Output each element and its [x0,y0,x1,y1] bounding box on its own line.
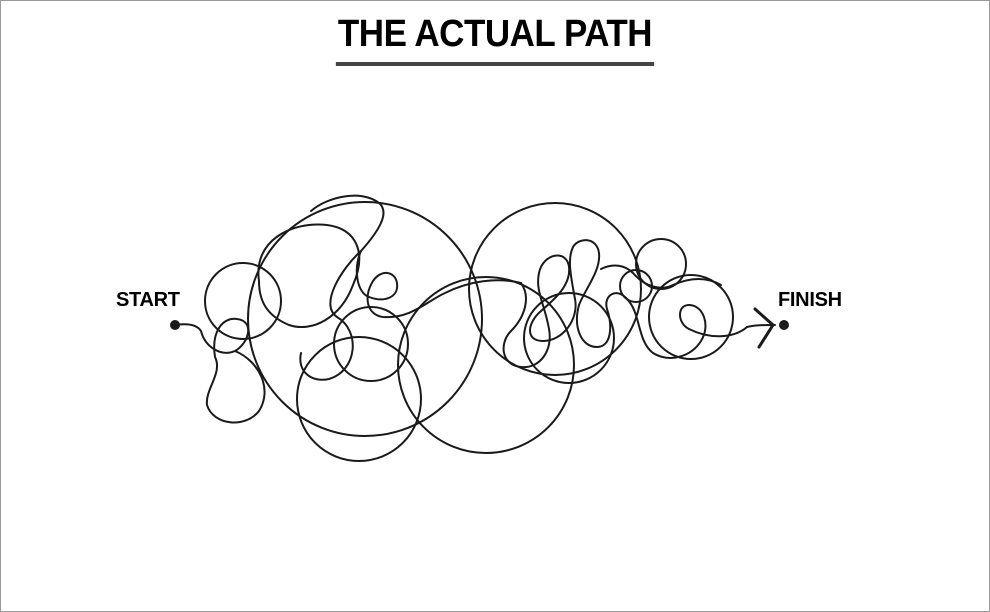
title: THE ACTUAL PATH [41,13,950,66]
path-start-segment [175,317,266,424]
loop-bottom-left [296,336,422,462]
path-right-wave [576,292,748,359]
path-middle-bump [355,250,522,319]
loop-small-right [648,274,734,360]
path-upper-right-squiggle [600,264,722,289]
finish-dot [779,320,789,330]
path-right-tangle [502,239,601,369]
start-dot [170,320,180,330]
loop-tiny-right [635,238,687,290]
start-label: START [116,289,180,311]
loop-big-left [247,201,483,437]
finish-arrow-icon [753,307,775,349]
loop-big-center [397,276,575,454]
loop-big-right [468,202,642,376]
loop-small-left [204,262,282,340]
loop-bottom-right [523,292,615,384]
finish-label: FINISH [778,289,842,311]
title-text: THE ACTUAL PATH [336,13,654,66]
path-upper-wander [299,194,385,381]
loop-small-mid [333,306,409,382]
path-left-blob [257,223,361,328]
